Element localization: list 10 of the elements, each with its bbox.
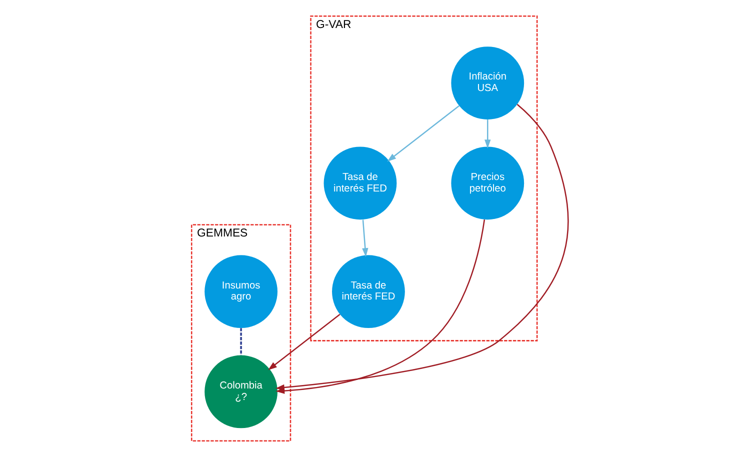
arrow bbox=[386, 105, 459, 162]
arrow bbox=[275, 104, 568, 391]
connector bbox=[240, 328, 242, 356]
arrow bbox=[484, 120, 490, 149]
node-circle: Precios petróleo bbox=[450, 146, 524, 220]
node-circle: Tasa de interés FED bbox=[332, 255, 404, 328]
node-circle: Insumos agro bbox=[204, 255, 277, 328]
node-circle: Inflación USA bbox=[450, 46, 524, 120]
arrow bbox=[268, 314, 340, 370]
arrow bbox=[362, 220, 368, 257]
